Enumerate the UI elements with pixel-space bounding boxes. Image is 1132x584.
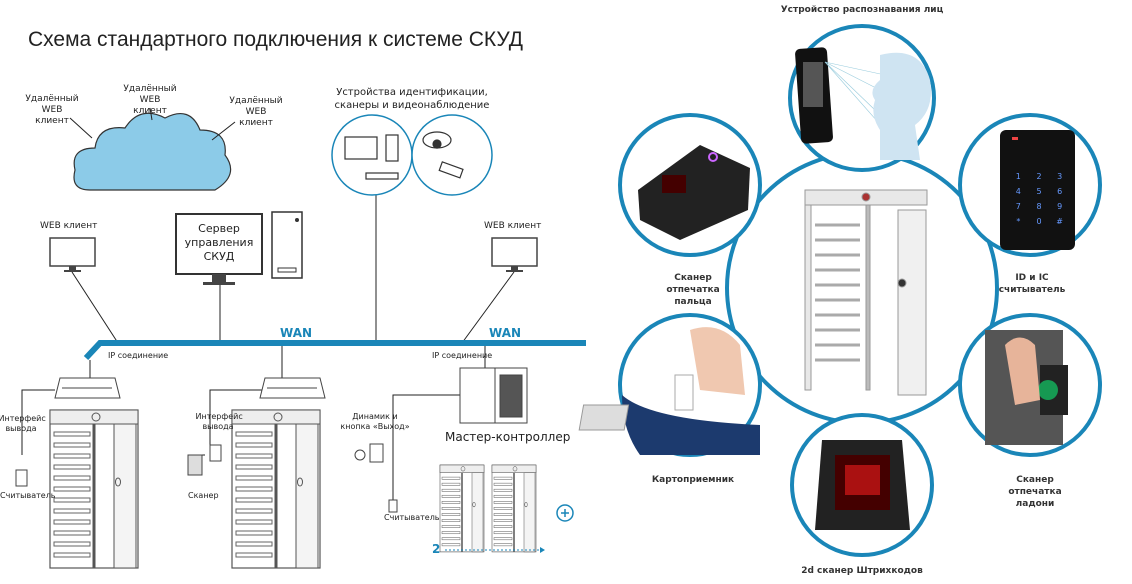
keypad-key: * — [1016, 217, 1021, 226]
keypad-key: 2 — [1036, 172, 1042, 181]
keypad-key: 0 — [1036, 217, 1042, 226]
keypad-key: 6 — [1057, 187, 1063, 196]
master-controller-label: Мастер-контроллер — [445, 430, 571, 444]
server-monitor-icon — [175, 213, 263, 275]
scanner-label: Сканер — [188, 491, 219, 500]
output-interface-label: Интерфейс вывода — [0, 414, 46, 433]
server-label: Сервер управления СКУД — [184, 222, 254, 263]
keypad-key: 5 — [1036, 187, 1042, 196]
speaker-icon — [354, 449, 366, 461]
keypad: 1 2 3 4 5 6 7 8 9 * 0 # — [1008, 172, 1070, 226]
keypad-key: 1 — [1015, 172, 1021, 181]
card-label: Картоприемник — [651, 475, 735, 485]
turnstile-2 — [230, 408, 322, 570]
reader-label: Считыватель — [0, 491, 56, 500]
keypad-key: 4 — [1015, 187, 1021, 196]
output-interface-label: Интерфейс вывода — [195, 412, 243, 431]
fingerprint-label: Сканер отпечатка пальца — [666, 273, 720, 307]
reader-icon — [15, 469, 28, 487]
web-client-left-label: WEB клиент — [40, 221, 98, 231]
devices-label: Устройства идентификации, сканеры и виде… — [334, 87, 490, 111]
face-label: Устройство распознавания лиц — [780, 5, 944, 15]
reader-label: Считыватель — [384, 513, 440, 522]
cloud-client-label: Удалённый WEB клиент — [229, 96, 283, 128]
page-title: Схема стандартного подключения к системе… — [28, 28, 523, 51]
id-reader-label: ID и IC считыватель — [998, 273, 1066, 295]
ip-connection-label: IP соединение — [432, 351, 493, 360]
turnstile-photo — [804, 189, 928, 396]
add-icon — [556, 504, 574, 522]
keypad-key: 3 — [1057, 172, 1063, 181]
palm-label: Сканер отпечатка ладони — [1008, 475, 1062, 509]
keypad-key: # — [1056, 217, 1063, 226]
turnstile-1 — [48, 408, 140, 570]
web-client-right-label: WEB клиент — [484, 221, 542, 231]
web-client-left-icon — [49, 237, 96, 273]
cloud-icon — [73, 112, 232, 191]
keypad-key: 8 — [1036, 202, 1042, 211]
ip-connection-label: IP соединение — [108, 351, 169, 360]
exit-button-icon — [369, 443, 384, 463]
cloud-client-label: Удалённый WEB клиент — [123, 84, 177, 116]
cloud-client-label: Удалённый WEB клиент — [25, 94, 79, 126]
barcode-label: 2d сканер Штрихкодов — [801, 566, 923, 576]
speaker-label: Динамик и кнопка «Выход» — [340, 412, 410, 431]
server-tower-icon — [271, 211, 303, 279]
wan-label: WAN — [489, 326, 522, 340]
keypad-key: 9 — [1057, 202, 1063, 211]
wan-label: WAN — [280, 326, 313, 340]
web-client-right-icon — [491, 237, 538, 273]
scanner-icon — [187, 454, 203, 476]
wan-bus — [83, 340, 586, 361]
turnstile-count: 2 — [432, 542, 441, 556]
keypad-key: 7 — [1015, 202, 1021, 211]
master-controller-icon — [459, 367, 528, 424]
